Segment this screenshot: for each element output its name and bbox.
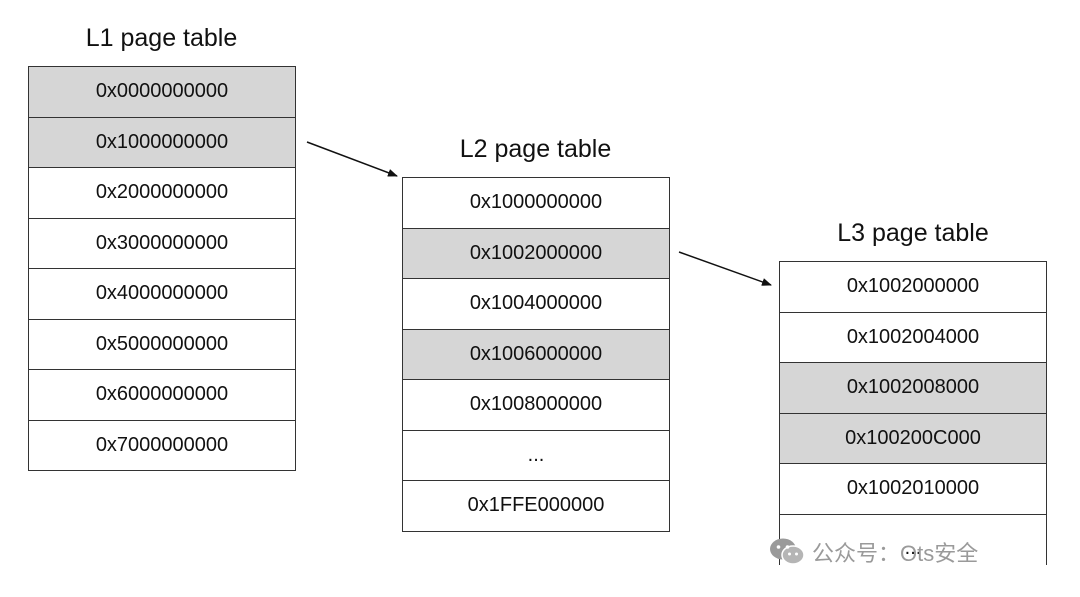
l1-entry: 0x4000000000 [29, 269, 295, 320]
arrow-l2-to-l3 [678, 251, 772, 286]
l1-entry: 0x5000000000 [29, 319, 295, 370]
l3-entry: 0x1002000000 [780, 262, 1046, 313]
l1-entry: 0x3000000000 [29, 218, 295, 269]
l2-entry: 0x1002000000 [403, 228, 669, 279]
arrow-l1-to-l2 [306, 141, 398, 177]
l2-entry: 0x1004000000 [403, 279, 669, 330]
l2-entry: 0x1008000000 [403, 380, 669, 431]
l3-title: L3 page table [837, 219, 989, 247]
wechat-icon [770, 538, 805, 565]
l2-entry: 0x1000000000 [403, 178, 669, 229]
l2-entry: 0x1006000000 [403, 329, 669, 380]
l1-entry: 0x0000000000 [29, 67, 295, 118]
l3-entry: 0x1002010000 [780, 464, 1046, 515]
l2-entry: ... [403, 430, 669, 481]
l2-entry: 0x1FFE000000 [403, 481, 669, 532]
l1-entry: 0x1000000000 [29, 117, 295, 168]
l1-entry: 0x7000000000 [29, 420, 295, 471]
watermark-text: 公众号：Ots安全 [812, 541, 979, 566]
watermark: 公众号：Ots安全 [768, 534, 978, 570]
l1-entry: 0x2000000000 [29, 168, 295, 219]
l1-title: L1 page table [85, 24, 238, 52]
l2-title: L2 page table [459, 135, 612, 163]
l3-entry: 0x100200C000 [780, 413, 1046, 464]
l3-entry: 0x1002004000 [780, 312, 1046, 363]
l1-entry: 0x6000000000 [29, 370, 295, 421]
l3-entry: 0x1002008000 [780, 363, 1046, 414]
l3-entry: ... [780, 514, 1046, 565]
